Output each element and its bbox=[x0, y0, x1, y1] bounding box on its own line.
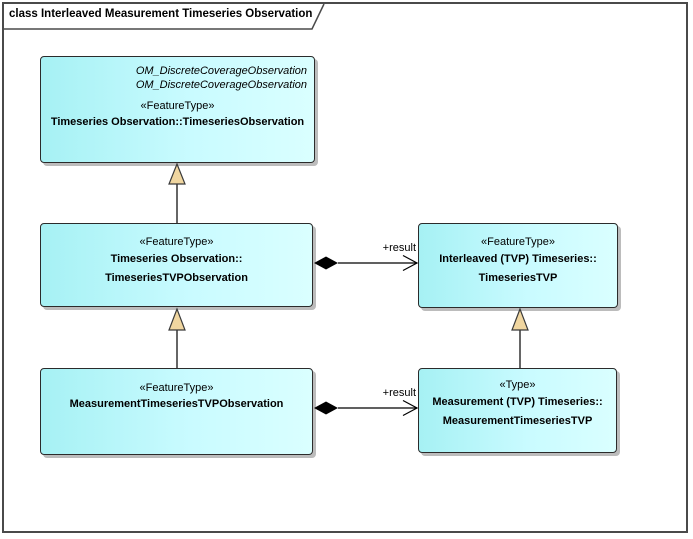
class-box-timeseries-tvp-observation[interactable]: «FeatureType» Timeseries Observation:: T… bbox=[40, 223, 313, 307]
stereotype-label: «FeatureType» bbox=[140, 100, 215, 112]
class-box-timeseries-tvp[interactable]: «FeatureType» Interleaved (TVP) Timeseri… bbox=[418, 223, 618, 308]
stereotype-label: «Type» bbox=[499, 379, 536, 391]
class-name: TimeseriesTVP bbox=[478, 272, 558, 284]
diagram-frame bbox=[2, 2, 688, 533]
class-box-timeseries-observation[interactable]: OM_DiscreteCoverageObservation OM_Discre… bbox=[40, 56, 315, 163]
inherited-class-label: OM_DiscreteCoverageObservation bbox=[135, 65, 307, 77]
inherited-class-label: OM_DiscreteCoverageObservation bbox=[135, 79, 307, 91]
stereotype-label: «FeatureType» bbox=[139, 236, 214, 248]
association-role-label: +result bbox=[382, 387, 416, 399]
class-name: TimeseriesTVPObservation bbox=[105, 272, 248, 284]
diagram-title: class Interleaved Measurement Timeseries… bbox=[9, 8, 313, 20]
class-name: MeasurementTimeseriesTVPObservation bbox=[69, 398, 284, 410]
association-role-label: +result bbox=[382, 242, 416, 254]
class-name: Measurement (TVP) Timeseries:: bbox=[432, 396, 603, 408]
class-box-measurement-timeseries-tvp[interactable]: «Type» Measurement (TVP) Timeseries:: Me… bbox=[418, 368, 617, 453]
class-name: Timeseries Observation:: bbox=[110, 253, 243, 265]
class-name: Interleaved (TVP) Timeseries:: bbox=[439, 253, 597, 265]
stereotype-label: «FeatureType» bbox=[139, 382, 214, 394]
class-name: MeasurementTimeseriesTVP bbox=[442, 415, 593, 427]
class-name: Timeseries Observation::TimeseriesObserv… bbox=[50, 116, 305, 128]
stereotype-label: «FeatureType» bbox=[481, 236, 555, 248]
class-box-measurement-timeseries-tvp-observation[interactable]: «FeatureType» MeasurementTimeseriesTVPOb… bbox=[40, 368, 313, 455]
